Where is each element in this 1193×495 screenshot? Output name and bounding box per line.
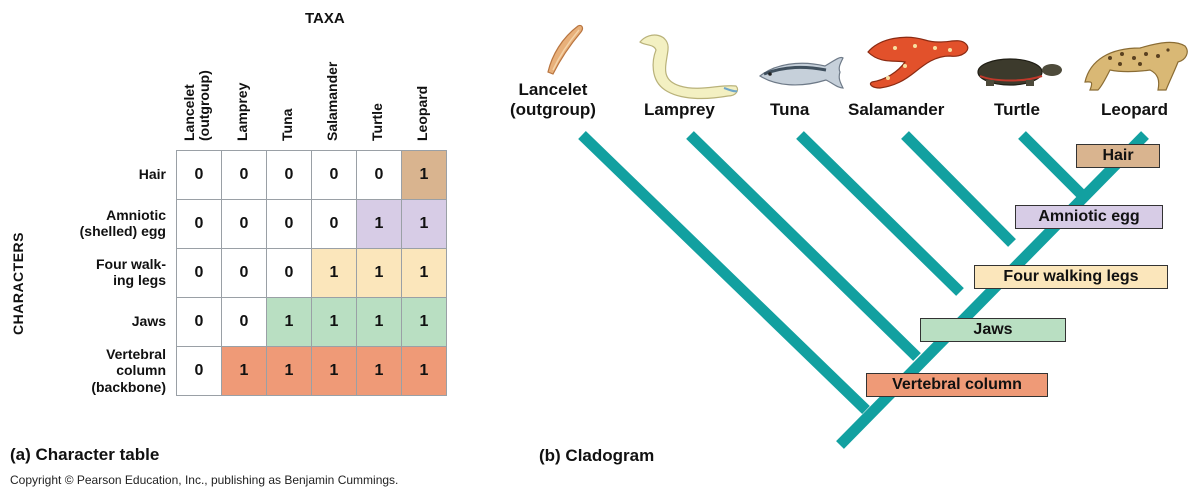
trait-box-1: Amniotic egg [1015,205,1163,229]
cladogram-taxon-0: Lancelet(outgroup) [510,80,596,119]
cladogram-branches [582,135,1145,445]
cladogram-taxon-line: (outgroup) [510,100,596,120]
branch-turtle [1022,135,1083,196]
branch-lamprey [690,135,917,357]
cladogram-taxon-line: Turtle [994,100,1040,120]
cladogram-taxon-5: Leopard [1101,100,1168,120]
cladogram-taxon-line: Lancelet [510,80,596,100]
turtle-image [978,59,1062,86]
cladogram-taxon-line: Salamander [848,100,944,120]
branch-salamander [905,135,1012,243]
trait-box-4: Vertebral column [866,373,1048,397]
trait-box-2: Four walking legs [974,265,1168,289]
cladogram-taxon-line: Tuna [770,100,809,120]
trait-box-0: Hair [1076,144,1160,168]
cladogram-taxon-line: Lamprey [644,100,715,120]
cladogram-taxon-1: Lamprey [644,100,715,120]
salamander-image [868,37,968,88]
caption-cladogram: (b) Cladogram [539,446,654,466]
main-trunk [840,135,1145,445]
lamprey-image [640,35,738,98]
cladogram-taxon-3: Salamander [848,100,944,120]
leopard-image [1085,42,1187,90]
copyright-notice: Copyright © Pearson Education, Inc., pub… [10,473,398,487]
cladogram-taxon-2: Tuna [770,100,809,120]
lancelet-image [548,25,582,74]
cladogram-taxon-4: Turtle [994,100,1040,120]
cladogram-taxon-line: Leopard [1101,100,1168,120]
trait-box-3: Jaws [920,318,1066,342]
tuna-image [760,57,843,88]
